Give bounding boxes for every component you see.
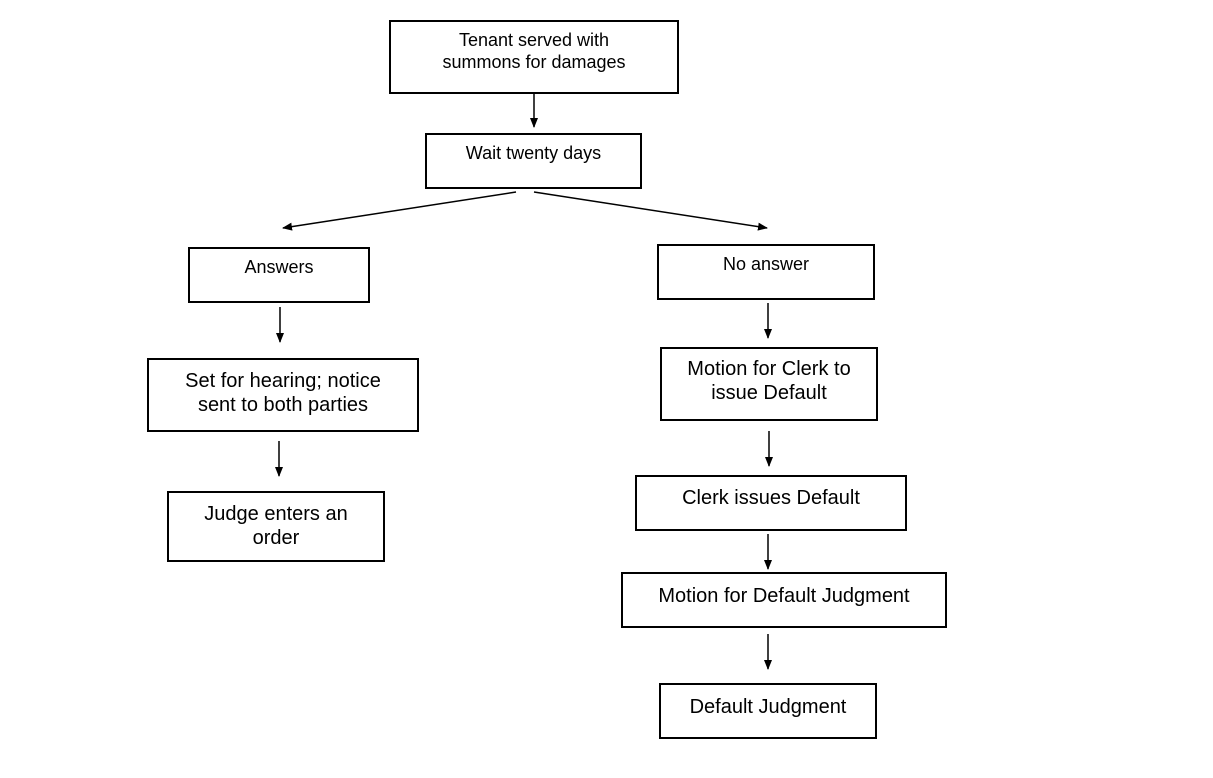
node-motion-for-clerk: Motion for Clerk to issue Default	[660, 347, 878, 421]
node-tenant-served: Tenant served with summons for damages	[389, 20, 679, 94]
node-label: Answers	[244, 257, 314, 277]
node-no-answer: No answer	[657, 244, 875, 300]
node-default-judgment: Default Judgment	[659, 683, 877, 739]
node-judge-enters-order: Judge enters an order	[167, 491, 385, 562]
node-answers: Answers	[188, 247, 370, 303]
node-clerk-issues-default: Clerk issues Default	[635, 475, 907, 531]
node-label: Judge enters an order	[204, 503, 348, 549]
node-motion-default-judgment: Motion for Default Judgment	[621, 572, 947, 628]
node-label: Motion for Clerk to issue Default	[687, 358, 851, 404]
node-set-for-hearing: Set for hearing; notice sent to both par…	[147, 358, 419, 432]
arrow-wait-to-no-answer	[533, 191, 768, 231]
node-wait-twenty-days: Wait twenty days	[425, 133, 642, 189]
node-label: No answer	[722, 254, 810, 274]
node-label: Tenant served with summons for damages	[442, 30, 626, 72]
node-label: Set for hearing; notice sent to both par…	[185, 370, 381, 416]
arrow-wait-to-answers	[282, 191, 517, 231]
node-label: Wait twenty days	[465, 143, 602, 163]
node-label: Clerk issues Default	[682, 487, 860, 509]
node-label: Default Judgment	[689, 696, 847, 718]
node-label: Motion for Default Judgment	[658, 585, 910, 607]
